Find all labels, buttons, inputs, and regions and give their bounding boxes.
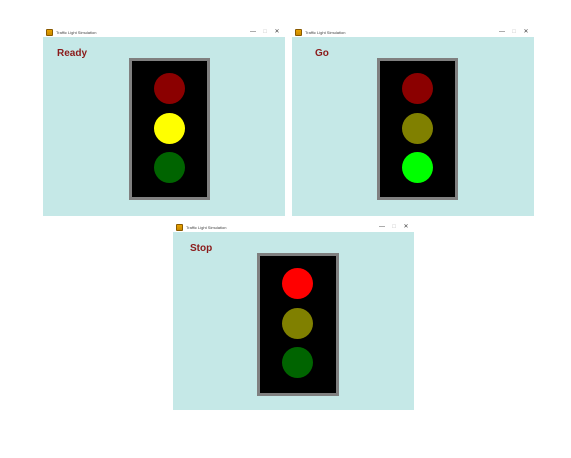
close-icon[interactable]: ✕: [274, 29, 280, 35]
status-label: Stop: [190, 243, 213, 254]
traffic-light-housing: [257, 253, 339, 396]
yellow-light: [402, 113, 433, 144]
green-light: [154, 152, 185, 183]
maximize-icon[interactable]: □: [392, 224, 396, 230]
yellow-light: [282, 308, 313, 339]
window-go: Traffic Light Simulation — □ ✕ Go: [292, 27, 534, 216]
app-icon: [295, 28, 302, 36]
maximize-icon[interactable]: □: [263, 29, 267, 35]
green-light: [402, 152, 433, 183]
green-light: [282, 347, 313, 378]
window-stop: Traffic Light Simulation — □ ✕ Stop: [173, 222, 414, 410]
red-light: [282, 268, 313, 299]
yellow-light: [154, 113, 185, 144]
traffic-light-housing: [129, 58, 210, 200]
window-ready: Traffic Light Simulation — □ ✕ Ready: [43, 27, 285, 216]
red-light: [402, 73, 433, 104]
window-client-area: Go: [292, 37, 534, 216]
red-light: [154, 73, 185, 104]
title-bar[interactable]: Traffic Light Simulation — □ ✕: [292, 27, 534, 37]
app-icon: [46, 28, 53, 36]
title-bar[interactable]: Traffic Light Simulation — □ ✕: [173, 222, 414, 232]
app-icon: [176, 223, 183, 231]
traffic-light-housing: [377, 58, 458, 200]
window-title: Traffic Light Simulation: [305, 29, 346, 35]
status-label: Go: [315, 48, 329, 59]
minimize-icon[interactable]: —: [379, 224, 385, 230]
window-title: Traffic Light Simulation: [56, 29, 97, 35]
close-icon[interactable]: ✕: [523, 29, 529, 35]
window-title: Traffic Light Simulation: [186, 224, 227, 230]
minimize-icon[interactable]: —: [499, 29, 505, 35]
close-icon[interactable]: ✕: [403, 224, 409, 230]
status-label: Ready: [57, 48, 88, 59]
maximize-icon[interactable]: □: [512, 29, 516, 35]
title-bar[interactable]: Traffic Light Simulation — □ ✕: [43, 27, 285, 37]
minimize-icon[interactable]: —: [250, 29, 256, 35]
window-client-area: Stop: [173, 232, 414, 410]
window-client-area: Ready: [43, 37, 285, 216]
